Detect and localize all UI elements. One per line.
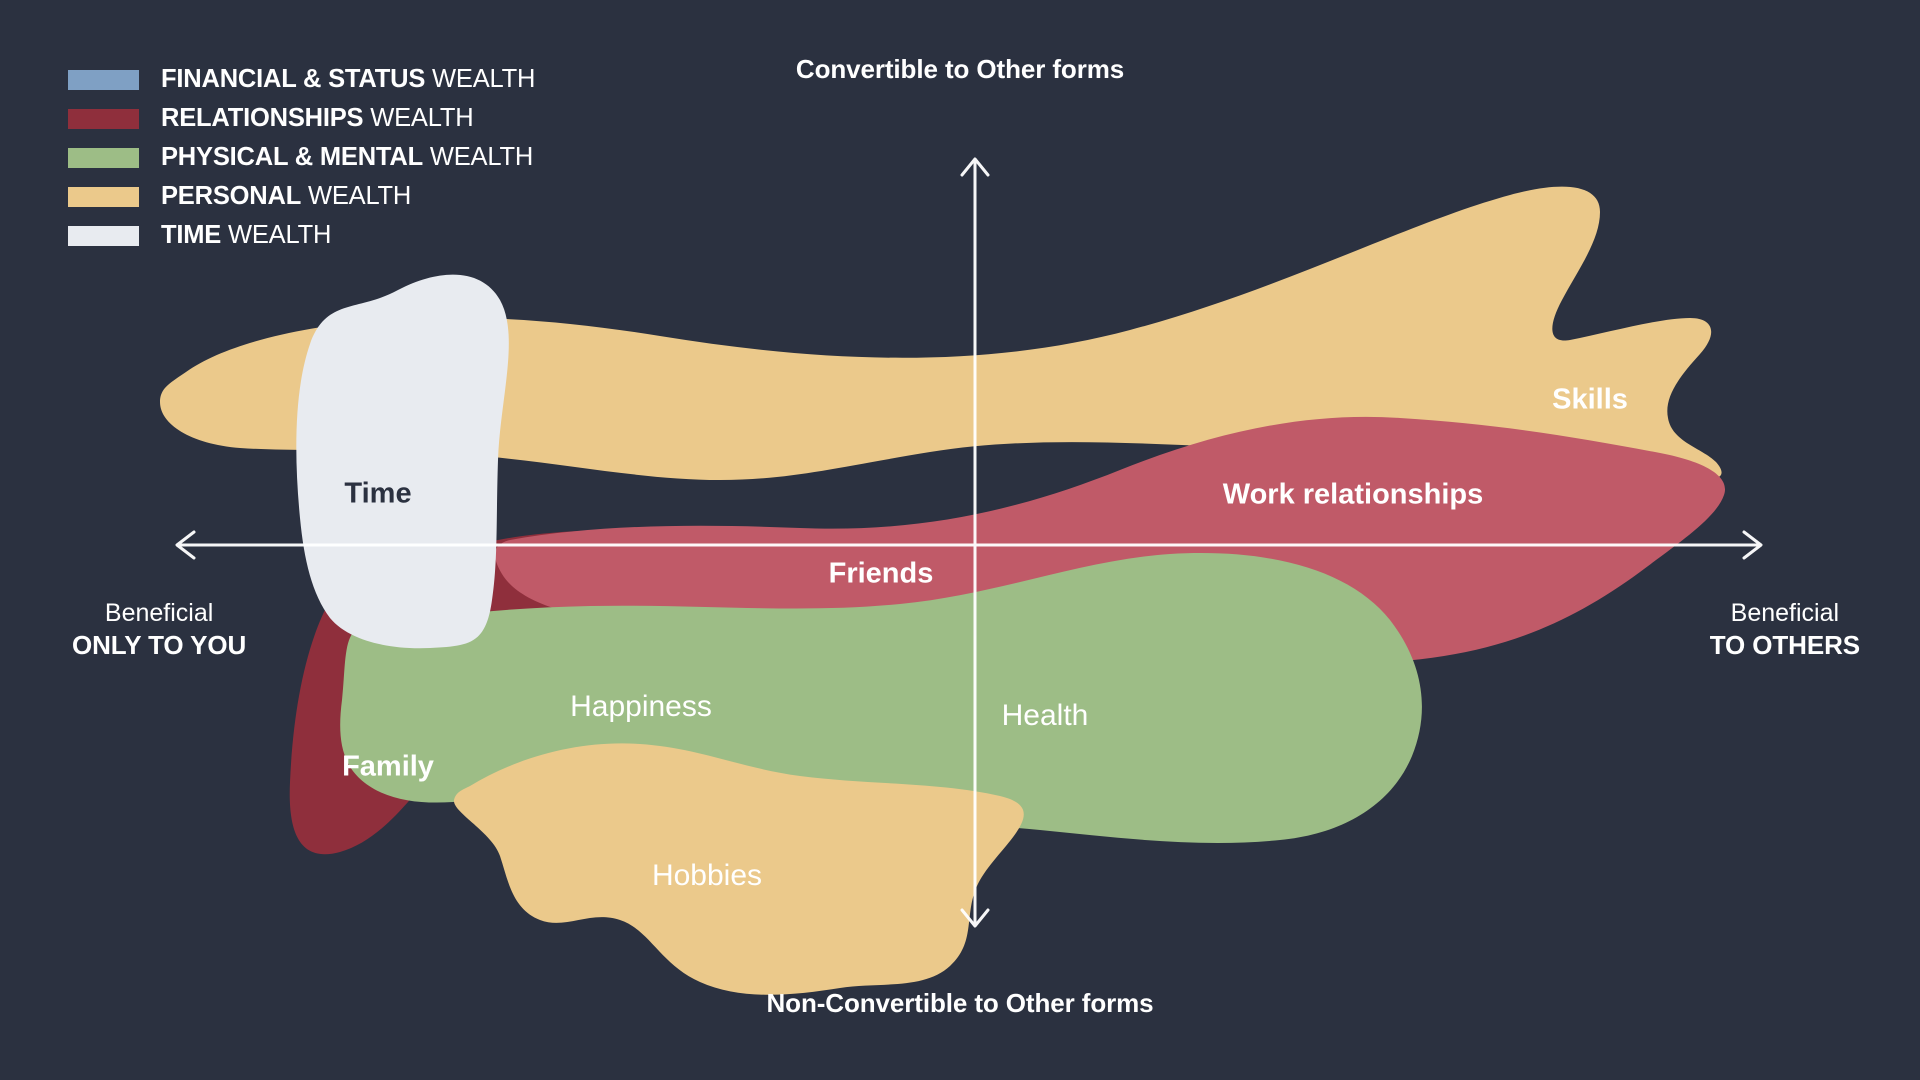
legend-label-personal-wealth: PERSONAL WEALTH [161,181,412,210]
legend-label-light: WEALTH [425,64,536,93]
legend-label-strong: RELATIONSHIPS [161,103,364,132]
legend-label-relationships-wealth: RELATIONSHIPS WEALTH [161,103,474,132]
legend-label-light: WEALTH [221,220,332,249]
legend-swatch-physical-and-mental-wealth [68,147,139,168]
axes-group [175,157,1763,928]
axis-arrow-left [175,530,196,560]
legend-label-strong: TIME [161,220,222,249]
legend-label-physical-and-mental-wealth: PHYSICAL & MENTAL WEALTH [161,142,534,171]
legend-label-light: WEALTH [301,181,412,210]
blob-work-relationships [495,416,1726,664]
legend-item-personal-wealth[interactable]: PERSONAL WEALTH [68,177,535,216]
axis-label-right-line2: TO OTHERS [1709,630,1860,660]
axis-label-bottom: Non-Convertible to Other forms [766,988,1154,1018]
blob-time [296,274,509,649]
legend-label-financial-and-status-wealth: FINANCIAL & STATUS WEALTH [161,64,536,93]
blob-skills [160,186,1722,481]
legend-swatch-financial-and-status-wealth [68,69,139,90]
legend-label-strong: FINANCIAL & STATUS [161,64,426,93]
legend-label-light: WEALTH [363,103,474,132]
legend-item-physical-and-mental-wealth[interactable]: PHYSICAL & MENTAL WEALTH [68,138,535,177]
axis-arrow-up [960,157,990,177]
axis-label-left-line2: ONLY TO YOU [72,630,247,660]
legend: FINANCIAL & STATUS WEALTH RELATIONSHIPS … [68,60,535,255]
legend-swatch-personal-wealth [68,186,139,207]
axis-arrow-right [1742,530,1763,560]
legend-label-light: WEALTH [423,142,534,171]
legend-label-time-wealth: TIME WEALTH [161,220,332,249]
axis-label-right: Beneficial TO OTHERS [1710,597,1860,662]
legend-item-time-wealth[interactable]: TIME WEALTH [68,216,535,255]
legend-swatch-time-wealth [68,225,139,246]
legend-item-financial-and-status-wealth[interactable]: FINANCIAL & STATUS WEALTH [68,60,535,99]
axis-label-left: Beneficial ONLY TO YOU [72,597,246,662]
legend-label-strong: PHYSICAL & MENTAL [161,142,423,171]
axis-label-top: Convertible to Other forms [795,54,1125,84]
legend-item-relationships-wealth[interactable]: RELATIONSHIPS WEALTH [68,99,535,138]
legend-label-strong: PERSONAL [161,181,302,210]
blob-hobbies [453,743,1024,995]
legend-swatch-relationships-wealth [68,108,139,129]
axis-label-right-line1: Beneficial [1730,599,1840,627]
axis-arrow-down [960,908,990,928]
axis-label-left-line1: Beneficial [104,599,214,627]
